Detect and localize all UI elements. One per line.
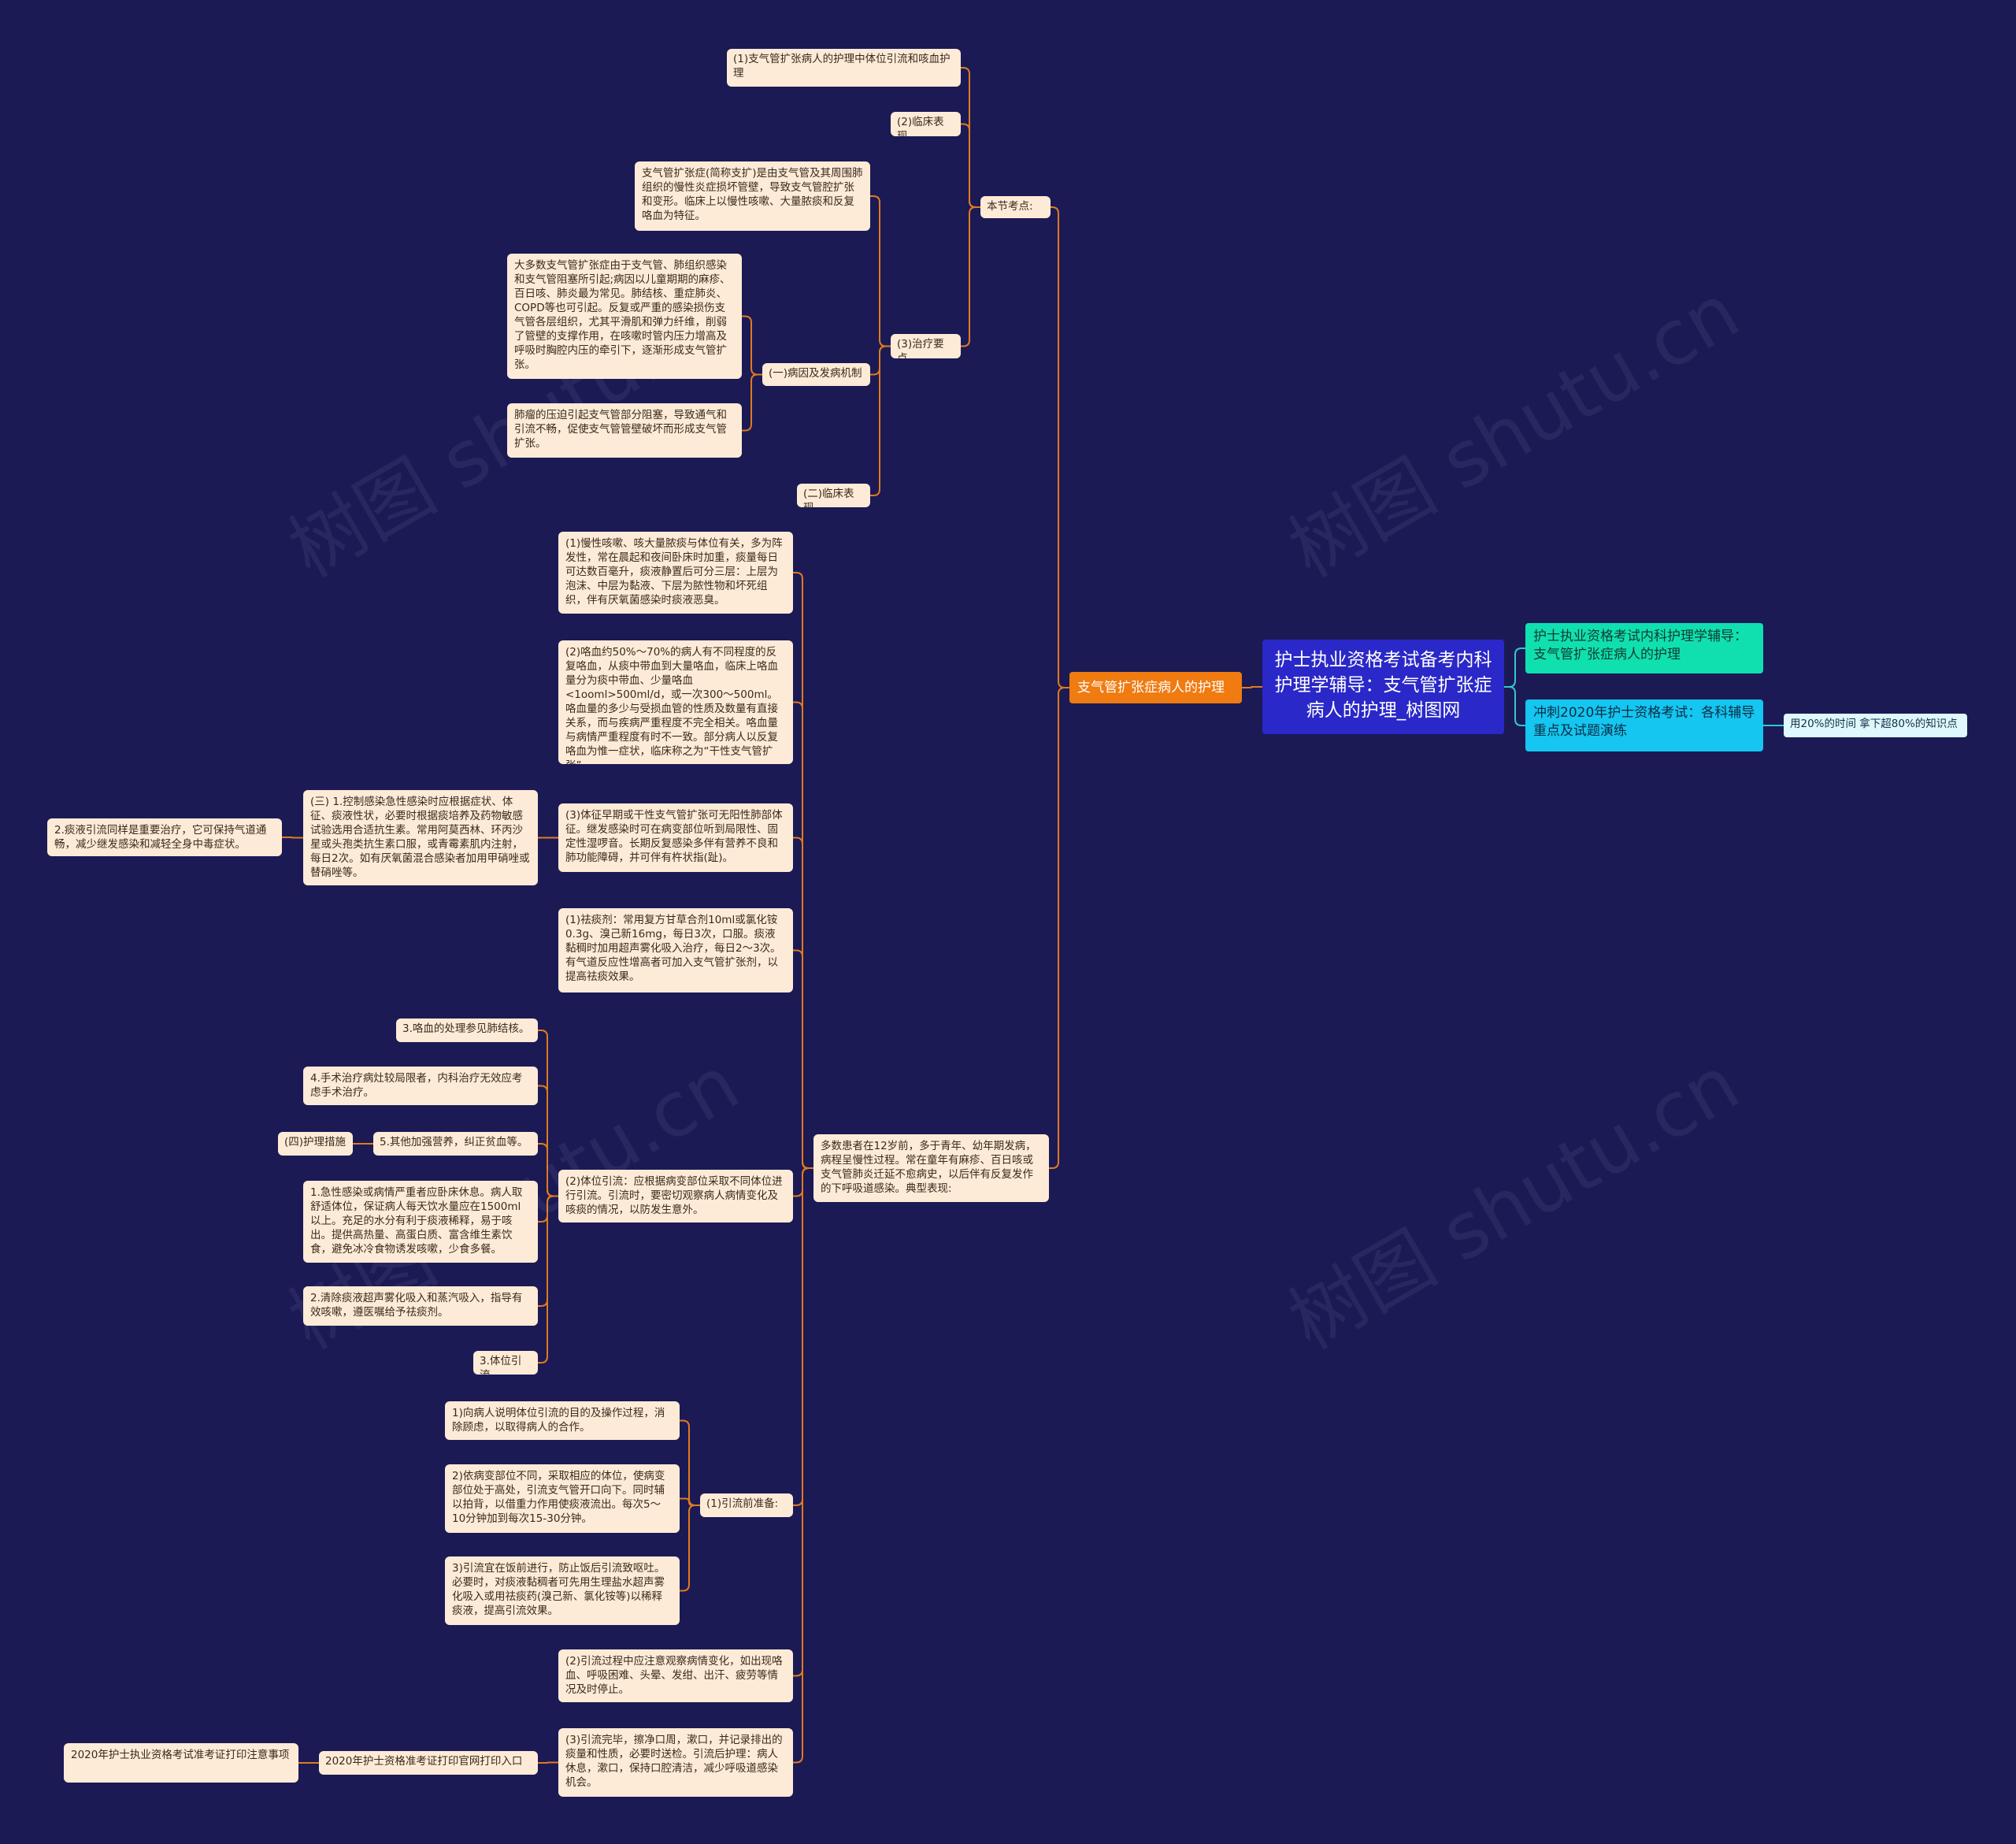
cause-node[interactable]: (一)病因及发病机制 [762, 363, 870, 386]
text-node[interactable]: 肺瘤的压迫引起支气管部分阻塞，导致通气和引流不畅，促使支气管管壁破坏而形成支气管… [507, 403, 742, 458]
care-node[interactable]: 2.清除痰液超声雾化吸入和蒸汽吸入，指导有效咳嗽，遵医嘱给予祛痰剂。 [303, 1286, 538, 1326]
definition-node[interactable]: 支气管扩张症(简称支扩)是由支气管及其周围肺组织的慢性炎症损坏管壁，导致支气管腔… [635, 161, 870, 231]
step-node[interactable]: 1)向病人说明体位引流的目的及操作过程，消除顾虑，以取得病人的合作。 [445, 1401, 680, 1440]
symptom-node[interactable]: (1)慢性咳嗽、咳大量脓痰与体位有关，多为阵发性，常在晨起和夜间卧床时加重，痰量… [558, 532, 793, 614]
connector-line [1242, 686, 1262, 688]
promo-note: 用20%的时间 拿下超80%的知识点 [1784, 714, 1967, 737]
care-node[interactable]: 4.手术治疗病灶较局限者，内科治疗无效应考虑手术治疗。 [303, 1067, 538, 1105]
symptom-node[interactable]: (3)体征早期或干性支气管扩张可无阳性肺部体征。继发感染时可在病变部位听到局限性… [558, 803, 793, 872]
link-node[interactable]: 2020年护士执业资格考试准考证打印注意事项 [64, 1743, 298, 1783]
connector-line [680, 1497, 700, 1506]
connector-line [538, 1761, 558, 1764]
root-node[interactable]: 护士执业资格考试备考内科护理学辅导：支气管扩张症病人的护理_树图网 [1262, 640, 1504, 734]
onset-node[interactable]: 多数患者在12岁前，多于青年、幼年期发病，病程呈慢性过程。常在童年有麻疹、百日咳… [813, 1134, 1049, 1202]
text-node[interactable]: 大多数支气管扩张症由于支气管、肺组织感染和支气管阻塞所引起;病因以儿童期期的麻疹… [507, 254, 742, 379]
text-node[interactable]: (2)体位引流：应根据病变部位采取不同体位进行引流。引流时，要密切观察病人病情变… [558, 1170, 793, 1223]
connector-line [870, 195, 891, 347]
step-node[interactable]: 3)引流宜在饭前进行，防止饭后引流致呕吐。必要时，对痰液黏稠者可先用生理盐水超声… [445, 1556, 680, 1625]
connector-line [961, 123, 980, 208]
main-topic-node[interactable]: 支气管扩张症病人的护理 [1069, 672, 1242, 703]
connector-line [742, 373, 762, 432]
text-node[interactable]: (1)祛痰剂：常用复方甘草合剂10ml或氯化铵0.3g、溴己新16mg，每日3次… [558, 908, 793, 992]
connector-line [282, 837, 303, 839]
topic-node[interactable]: (二)临床表现 [797, 484, 870, 507]
connector-line [961, 206, 980, 347]
link-node[interactable]: 2020年护士资格准考证打印官网打印入口 [319, 1751, 538, 1775]
connector-line [793, 949, 813, 1169]
symptom-node[interactable]: (2)咯血约50%～70%的病人有不同程度的反复咯血，从痰中带血到大量咯血，临床… [558, 640, 793, 764]
text-node[interactable]: (2)引流过程中应注意观察病情变化，如出现咯血、呼吸困难、头晕、发绀、出汗、疲劳… [558, 1649, 793, 1702]
prep-node[interactable]: (1)引流前准备: [700, 1493, 793, 1517]
care-node[interactable]: 5.其他加强营养，纠正贫血等。 [373, 1132, 538, 1156]
connector-line [680, 1419, 700, 1506]
care-node[interactable]: 3.体位引流 [473, 1351, 538, 1375]
key-points-node[interactable]: 本节考点: [980, 196, 1051, 218]
connector-line [793, 1167, 813, 1764]
connector-line [1051, 206, 1069, 688]
related-topic-node[interactable]: 护士执业资格考试内科护理学辅导：支气管扩张症病人的护理 [1525, 623, 1763, 673]
connector-line [680, 1505, 700, 1592]
related-topic-node[interactable]: 冲刺2020年护士资格考试：各科辅导重点及试题演练 [1525, 699, 1763, 751]
connector-line [870, 345, 891, 496]
connector-line [742, 315, 762, 376]
nursing-node[interactable]: (四)护理措施 [278, 1132, 353, 1156]
text-node[interactable]: (3)引流完毕，擦净口周，漱口，并记录排出的痰量和性质，必要时送检。引流后护理：… [558, 1728, 793, 1797]
connector-line [538, 1143, 558, 1197]
topic-node[interactable]: (3)治疗要点 [891, 334, 961, 358]
connector-line [961, 67, 980, 208]
topic-node[interactable]: (2)临床表现 [891, 112, 961, 136]
care-node[interactable]: 3.咯血的处理参见肺结核。 [396, 1018, 538, 1042]
text-node[interactable]: 2.痰液引流同样是重要治疗，它可保持气道通畅，减少继发感染和减轻全身中毒症状。 [47, 818, 282, 856]
connector-line [1504, 686, 1525, 726]
connector-line [1049, 687, 1069, 1169]
treatment-node[interactable]: (三) 1.控制感染急性感染时应根据症状、体征、痰液性状，必要时根据痰培养及药物… [303, 790, 538, 885]
care-node[interactable]: 1.急性感染或病情严重者应卧床休息。病人取舒适体位，保证病人每天饮水量应在150… [303, 1181, 538, 1263]
connector-line [538, 1195, 558, 1364]
connector-line [1504, 647, 1525, 688]
step-node[interactable]: 2)依病变部位不同，采取相应的体位，使病变部位处于高处，引流支气管开口向下。同时… [445, 1464, 680, 1533]
topic-node[interactable]: (1)支气管扩张病人的护理中体位引流和咳血护理 [727, 49, 961, 87]
